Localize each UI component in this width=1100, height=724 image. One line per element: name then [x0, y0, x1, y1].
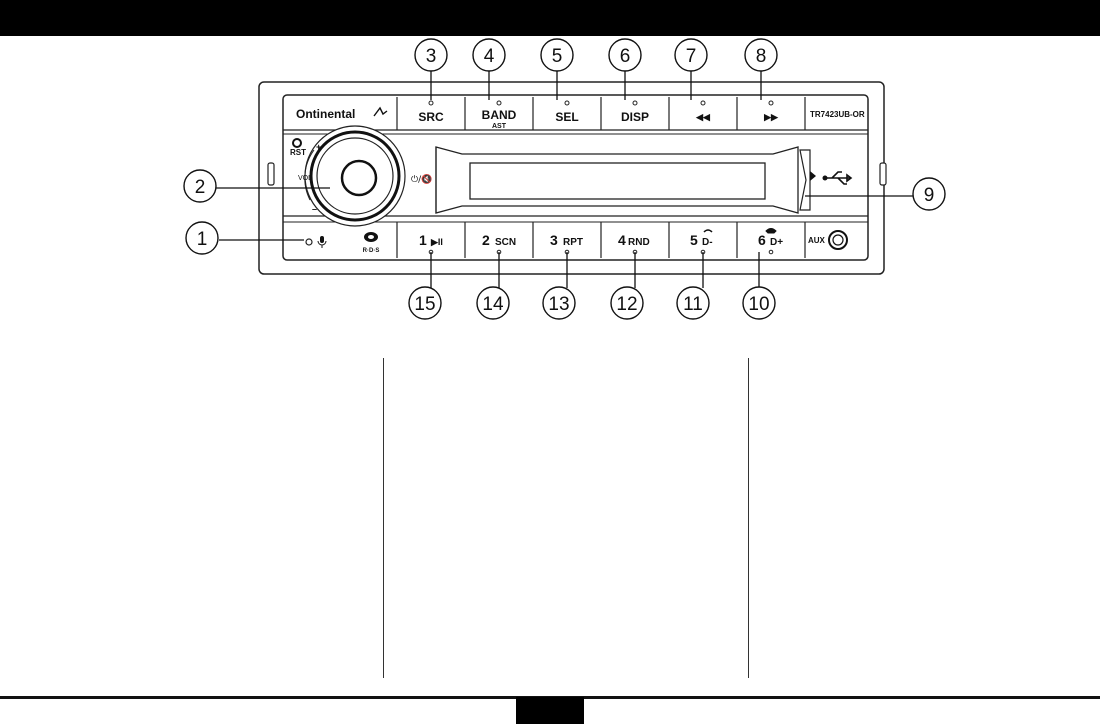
column-divider-right [748, 358, 749, 678]
preset-1-digit: 1 [419, 232, 427, 248]
callout-8-number: 8 [756, 46, 767, 67]
callout-11-number: 11 [683, 294, 703, 315]
preset-2-digit: 2 [482, 232, 490, 248]
preset-5-digit: 5 [690, 232, 698, 248]
callout-12-number: 12 [616, 294, 637, 315]
phone-answer-icon [766, 229, 776, 234]
callout-9-number: 9 [924, 185, 935, 206]
callout-6-number: 6 [620, 46, 631, 67]
rpt-label: RPT [563, 237, 583, 248]
callout-14-number: 14 [482, 294, 504, 315]
preset-3-digit: 3 [550, 232, 558, 248]
sel-label: SEL [555, 110, 578, 124]
rnd-label: RND [628, 237, 650, 248]
callout-10-number: 10 [748, 294, 769, 315]
vol-label: VOL [298, 175, 312, 182]
column-divider-left [383, 358, 384, 678]
callout-3-number: 3 [426, 46, 437, 67]
aux-label: AUX [808, 236, 826, 245]
forward-icon: ▶▶ [763, 112, 779, 122]
vol-minus-label: – [312, 204, 317, 214]
d-plus-label: D+ [770, 237, 783, 248]
preset-4-digit: 4 [618, 232, 626, 248]
band-label: BAND [482, 108, 517, 122]
scn-label: SCN [495, 237, 516, 248]
callout-7-number: 7 [686, 46, 697, 67]
callout-1-number: 1 [197, 229, 208, 250]
display-screen [470, 163, 765, 199]
rds-label: R·D·S [363, 248, 380, 254]
play-pause-icon: ▶II [430, 237, 443, 247]
callout-5-number: 5 [552, 46, 563, 67]
callout-4-number: 4 [484, 46, 495, 67]
preset-6-digit: 6 [758, 232, 766, 248]
src-label: SRC [418, 110, 444, 124]
disp-label: DISP [621, 110, 649, 124]
rst-label: RST [290, 148, 306, 157]
vol-plus-label: + [316, 142, 321, 152]
left-slot [268, 163, 274, 185]
callout-2-number: 2 [195, 177, 206, 198]
power-mute-label: ⏻/🔇 [411, 173, 432, 185]
model-number: TR7423UB-OR [810, 110, 865, 119]
callout-15-number: 15 [414, 294, 435, 315]
right-slot [880, 163, 886, 185]
d-minus-label: D- [702, 237, 713, 248]
callout-13-number: 13 [548, 294, 569, 315]
aux-jack[interactable] [829, 231, 847, 249]
volume-knob[interactable] [305, 126, 405, 226]
brand-logo: Ontinental [296, 107, 355, 121]
rewind-icon: ◀◀ [695, 112, 711, 122]
ast-label: AST [492, 123, 507, 130]
page-number-tab [516, 697, 584, 724]
